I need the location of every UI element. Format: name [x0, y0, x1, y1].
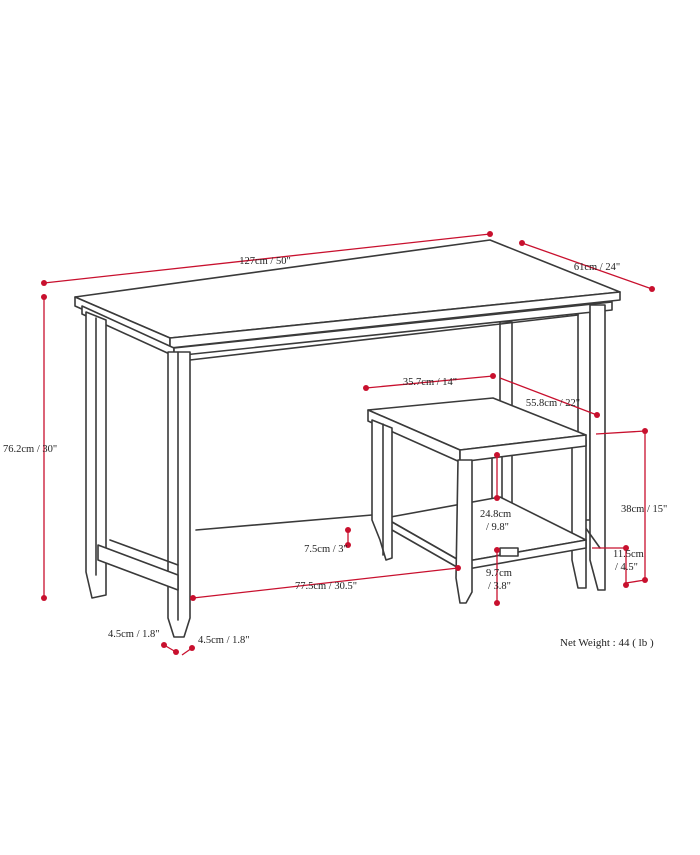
desk-depth-label: 61cm / 24"	[574, 262, 620, 273]
shelf-height-label-a: 24.8cm	[480, 509, 511, 520]
shelf-clear-label-b: / 4.5"	[615, 562, 638, 573]
leg-width-label-b: 4.5cm / 1.8"	[198, 635, 250, 646]
shelf-clear-label-a: 11.5cm	[613, 549, 644, 560]
bench-width-label: 35.7cm / 14"	[403, 377, 457, 388]
leg-width-label-a: 4.5cm / 1.8"	[108, 629, 160, 640]
dimension-lines	[41, 231, 655, 656]
bench-height-label: 38cm / 15"	[621, 504, 667, 515]
dimension-labels: 127cm / 50" 61cm / 24" 76.2cm / 30" 4.5c…	[3, 256, 667, 649]
foot-label-b: / 3.8"	[488, 581, 511, 592]
desk-height-label: 76.2cm / 30"	[3, 444, 57, 455]
net-weight-label: Net Weight : 44 ( lb )	[560, 637, 654, 649]
foot-label-a: 9.7cm	[486, 568, 512, 579]
stretcher-height-label: 7.5cm / 3"	[304, 544, 348, 555]
bench-depth-label: 55.8cm / 22"	[526, 398, 580, 409]
desk-width-label: 127cm / 50"	[239, 256, 291, 267]
desk-drawing	[74, 239, 621, 638]
shelf-height-label-b: / 9.8"	[486, 522, 509, 533]
stretcher-length-label: 77.5cm / 30.5"	[295, 581, 357, 592]
bench-drawing	[367, 397, 587, 604]
